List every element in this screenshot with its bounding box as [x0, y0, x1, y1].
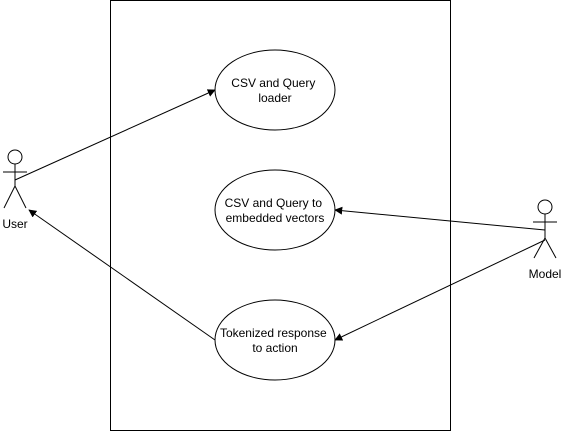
- use-case-embed-label: CSV and Query to embedded vectors: [225, 196, 326, 225]
- system-boundary: [110, 0, 451, 431]
- user-actor: User: [2, 149, 28, 231]
- connector-model-to-respond: [334, 239, 546, 341]
- model-actor: Model: [529, 199, 562, 281]
- use-case-loader-line1: CSV and Query: [231, 76, 315, 90]
- use-case-respond-line1: Tokenized response: [220, 326, 327, 340]
- use-case-respond-ellipse: [214, 299, 336, 381]
- use-case-respond: Tokenized response to action: [214, 299, 336, 381]
- connector-respond-to-user: [28, 209, 216, 341]
- use-case-embed-ellipse: [214, 169, 336, 251]
- connector-model-to-embed: [334, 206, 546, 231]
- use-case-embed-line1: CSV and Query to: [225, 196, 323, 210]
- model-actor-head: [537, 199, 553, 215]
- model-actor-label: Model: [529, 267, 562, 281]
- user-actor-head: [7, 149, 23, 165]
- connector-user-to-loader: [14, 89, 216, 181]
- user-actor-label: User: [2, 217, 27, 231]
- use-case-respond-line2: to action: [252, 341, 297, 355]
- use-case-loader-label: CSV and Query loader: [231, 76, 318, 105]
- use-case-loader-ellipse: [214, 49, 336, 131]
- use-case-embed: CSV and Query to embedded vectors: [214, 169, 336, 251]
- use-case-loader: CSV and Query loader: [214, 49, 336, 131]
- use-case-respond-label: Tokenized response to action: [220, 326, 330, 355]
- use-case-embed-line2: embedded vectors: [226, 211, 325, 225]
- use-case-loader-line2: loader: [258, 91, 291, 105]
